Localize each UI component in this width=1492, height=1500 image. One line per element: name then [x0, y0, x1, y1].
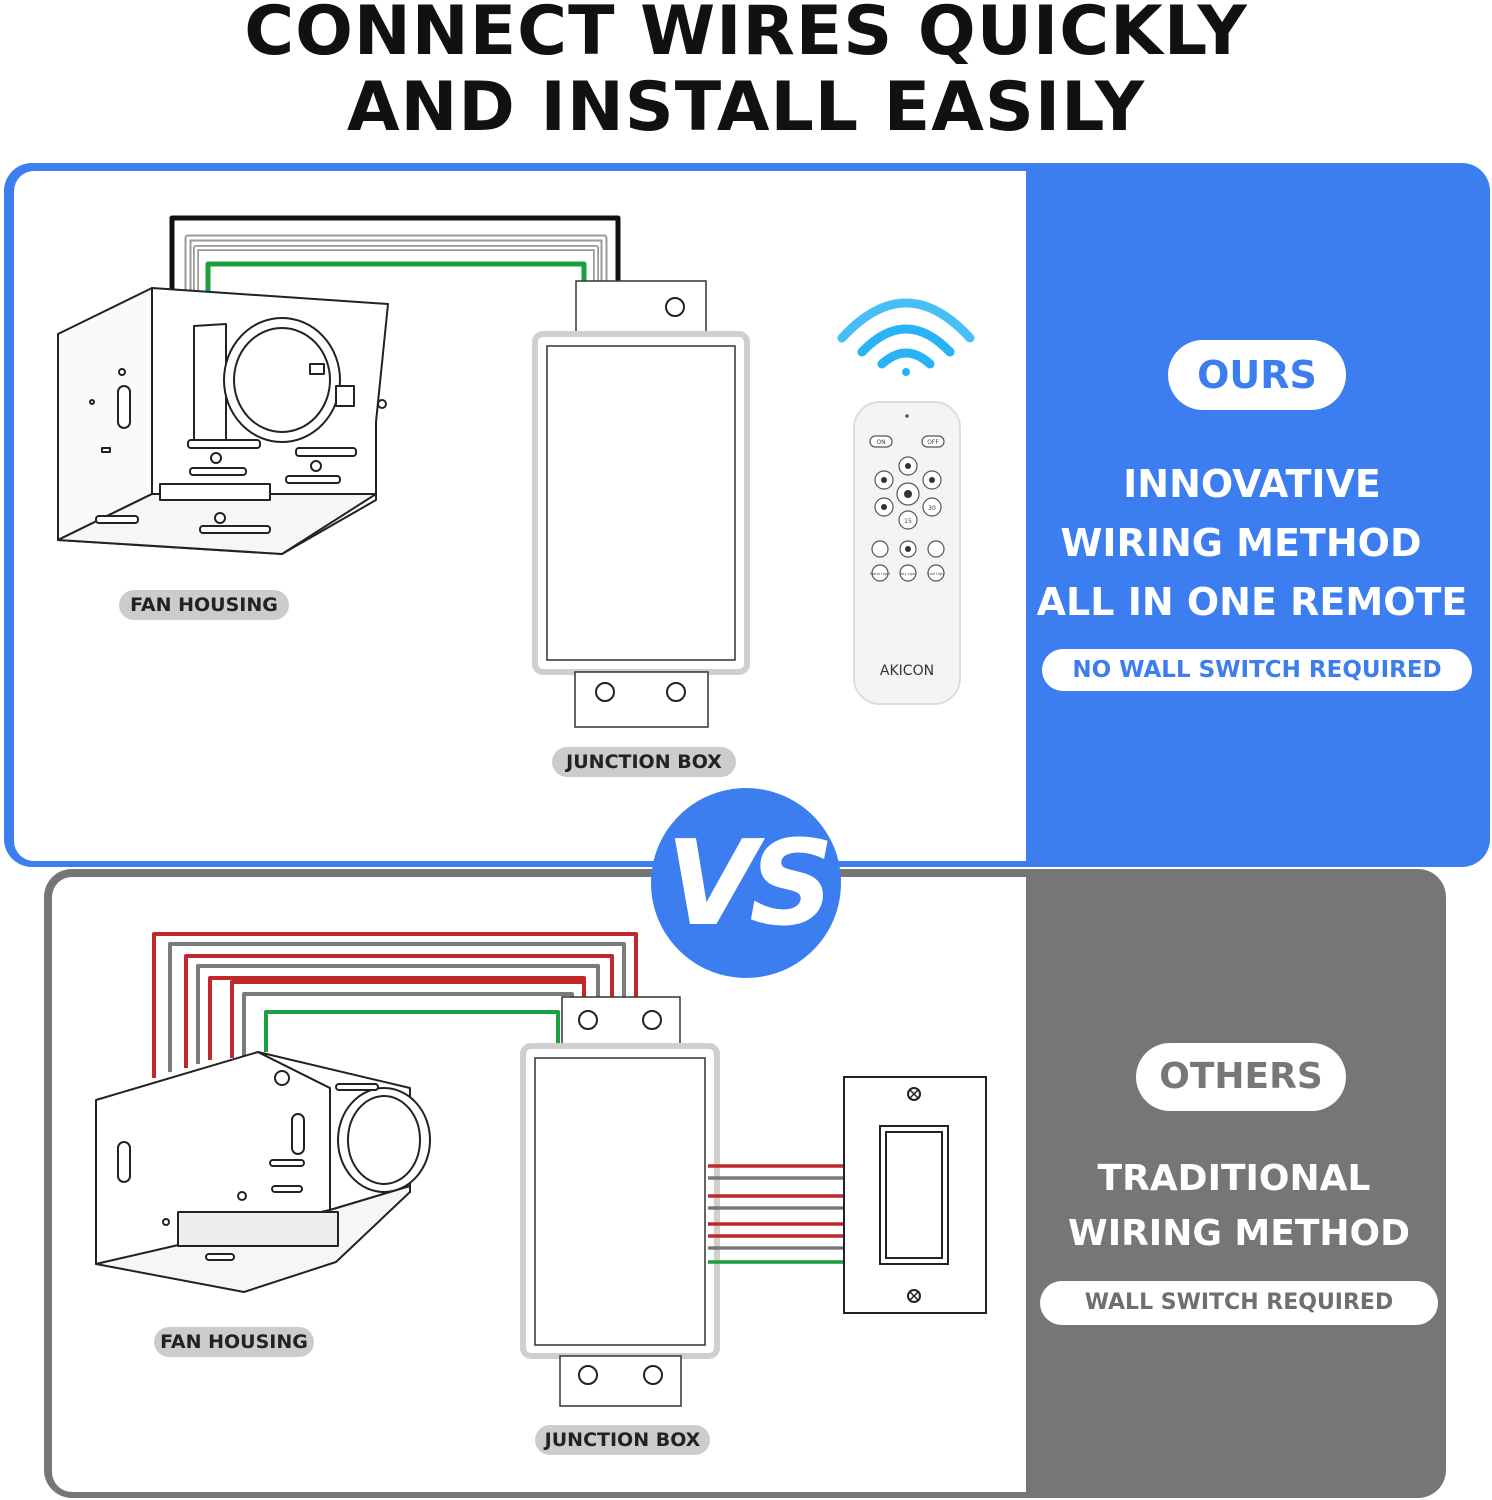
fan-housing-tag-others: FAN HOUSING: [154, 1327, 314, 1357]
others-note-badge: WALL SWITCH REQUIRED: [1040, 1281, 1438, 1325]
ours-feature-line-2: WIRING METHOD: [1060, 521, 1422, 565]
wifi-signal-icon: [837, 298, 975, 376]
ours-feature-line-1: INNOVATIVE: [1123, 462, 1381, 506]
junction-box-tag-ours: JUNCTION BOX: [552, 747, 736, 777]
remote-cold-light-label: Cold Light: [927, 572, 945, 576]
remote-off-label: OFF: [927, 439, 939, 446]
others-badge: OTHERS: [1136, 1043, 1346, 1111]
others-junction-box: [520, 996, 720, 1407]
ours-feature-line-3: ALL IN ONE REMOTE: [1036, 580, 1468, 624]
others-green-wire: [264, 1010, 560, 1056]
ours-badge: OURS: [1168, 340, 1346, 410]
remote-control: ON OFF 15 30 Warm Light Day Light Cold L…: [853, 401, 961, 705]
switch-screw-icon-top: [907, 1087, 921, 1101]
remote-timer-15-label: 15: [904, 518, 912, 525]
fan-housing-tag-ours: FAN HOUSING: [119, 590, 289, 620]
others-feature-line-2: WIRING METHOD: [1067, 1213, 1411, 1254]
ours-junction-box: [532, 280, 750, 728]
ours-fan-housing: [57, 287, 389, 555]
headline-line-2: AND INSTALL EASILY: [346, 68, 1146, 147]
others-feature-line-1: TRADITIONAL: [1097, 1158, 1371, 1199]
remote-on-label: ON: [876, 439, 885, 446]
ours-note-badge: NO WALL SWITCH REQUIRED: [1042, 649, 1472, 691]
others-switch-wires: [708, 1164, 844, 1264]
wall-switch: [843, 1076, 987, 1314]
junction-box-tag-others: JUNCTION BOX: [535, 1425, 710, 1455]
others-red-wire-4: [230, 980, 584, 1058]
headline-line-1: CONNECT WIRES QUICKLY: [244, 0, 1248, 71]
others-fan-housing: [95, 1051, 431, 1293]
others-red-wire-1: [152, 932, 638, 1078]
remote-day-light-label: Day Light: [900, 572, 917, 576]
vs-badge: [651, 788, 841, 978]
remote-warm-light-label: Warm Light: [870, 572, 891, 576]
remote-brand-logo: AKICON: [880, 663, 934, 679]
vs-label: VS: [665, 814, 834, 952]
switch-screw-icon-bottom: [907, 1289, 921, 1303]
remote-timer-30-label: 30: [928, 505, 936, 512]
